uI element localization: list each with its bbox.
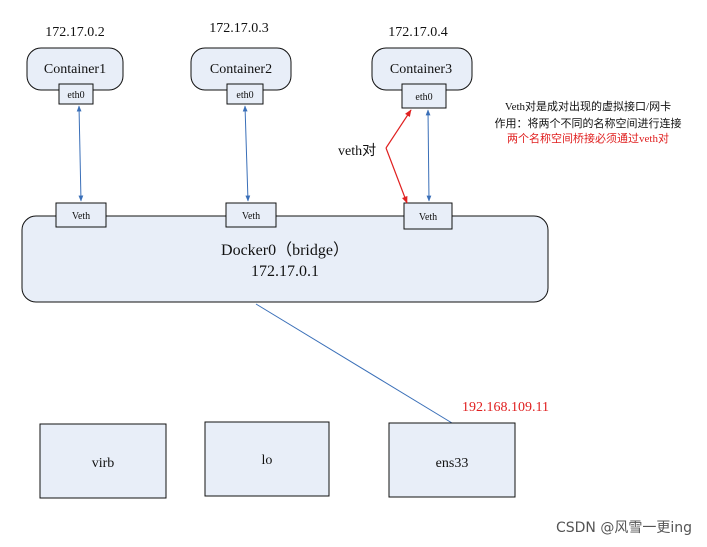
docker0-bridge: Docker0（bridge） 172.17.0.1 Veth Veth Vet… (21, 202, 549, 303)
container-1-eth0-label: eth0 (67, 90, 84, 101)
veth-pair-label: veth对 (338, 143, 376, 159)
veth-pair-arrow-up (385, 109, 412, 149)
container-2-eth0-label: eth0 (236, 90, 253, 101)
veth-2-box (225, 202, 277, 228)
lo-label: lo (262, 453, 273, 468)
container-1: 172.17.0.2 Container1 eth0 (26, 25, 124, 105)
host-iface-ens33: ens33 (388, 422, 516, 498)
veth-3-box (403, 202, 453, 230)
host-iface-virb: virb (39, 423, 167, 499)
veth-pair-arrow-down (385, 147, 408, 204)
container-2-eth0-box (226, 83, 264, 105)
docker0-bridge-name: Docker0（bridge） (221, 241, 349, 259)
container-1-eth0-box (58, 83, 94, 105)
veth-2-label: Veth (242, 211, 260, 222)
link-container2-veth (242, 105, 251, 202)
link-container1-veth (76, 105, 84, 202)
host-iface-lo: lo (204, 421, 330, 497)
csdn-watermark: CSDN @风雪一更ing (556, 520, 692, 536)
container-3-eth0-box (401, 83, 447, 109)
ens33-box (388, 422, 516, 498)
container-3-eth0-label: eth0 (415, 92, 432, 103)
virb-box (39, 423, 167, 499)
container-3-name: Container3 (390, 62, 452, 77)
note-line-3: 两个名称空间桥接必须通过veth对 (507, 131, 669, 145)
veth-3-label: Veth (419, 212, 437, 223)
ens33-ip: 192.168.109.11 (462, 400, 549, 415)
container-1-name: Container1 (44, 62, 106, 77)
container-3: 172.17.0.4 Container3 eth0 (371, 25, 473, 109)
container-2-name: Container2 (210, 62, 272, 77)
ens33-label: ens33 (436, 456, 469, 471)
note-line-2: 作用：将两个不同的名称空间进行连接 (495, 116, 682, 130)
docker0-bridge-ip: 172.17.0.1 (251, 263, 319, 280)
virb-label: virb (92, 456, 115, 471)
veth-1-box (55, 202, 107, 228)
link-container3-veth (425, 109, 432, 202)
container-3-ip: 172.17.0.4 (388, 25, 448, 40)
docker0-bridge-box (21, 215, 549, 303)
veth-1-label: Veth (72, 211, 90, 222)
container-2: 172.17.0.3 Container2 eth0 (190, 21, 292, 105)
lo-box (204, 421, 330, 497)
container-2-ip: 172.17.0.3 (209, 21, 269, 36)
link-bridge-ens33 (255, 303, 453, 424)
note-line-1: Veth对是成对出现的虚拟接口/网卡 (505, 99, 671, 113)
container-1-ip: 172.17.0.2 (45, 25, 105, 40)
